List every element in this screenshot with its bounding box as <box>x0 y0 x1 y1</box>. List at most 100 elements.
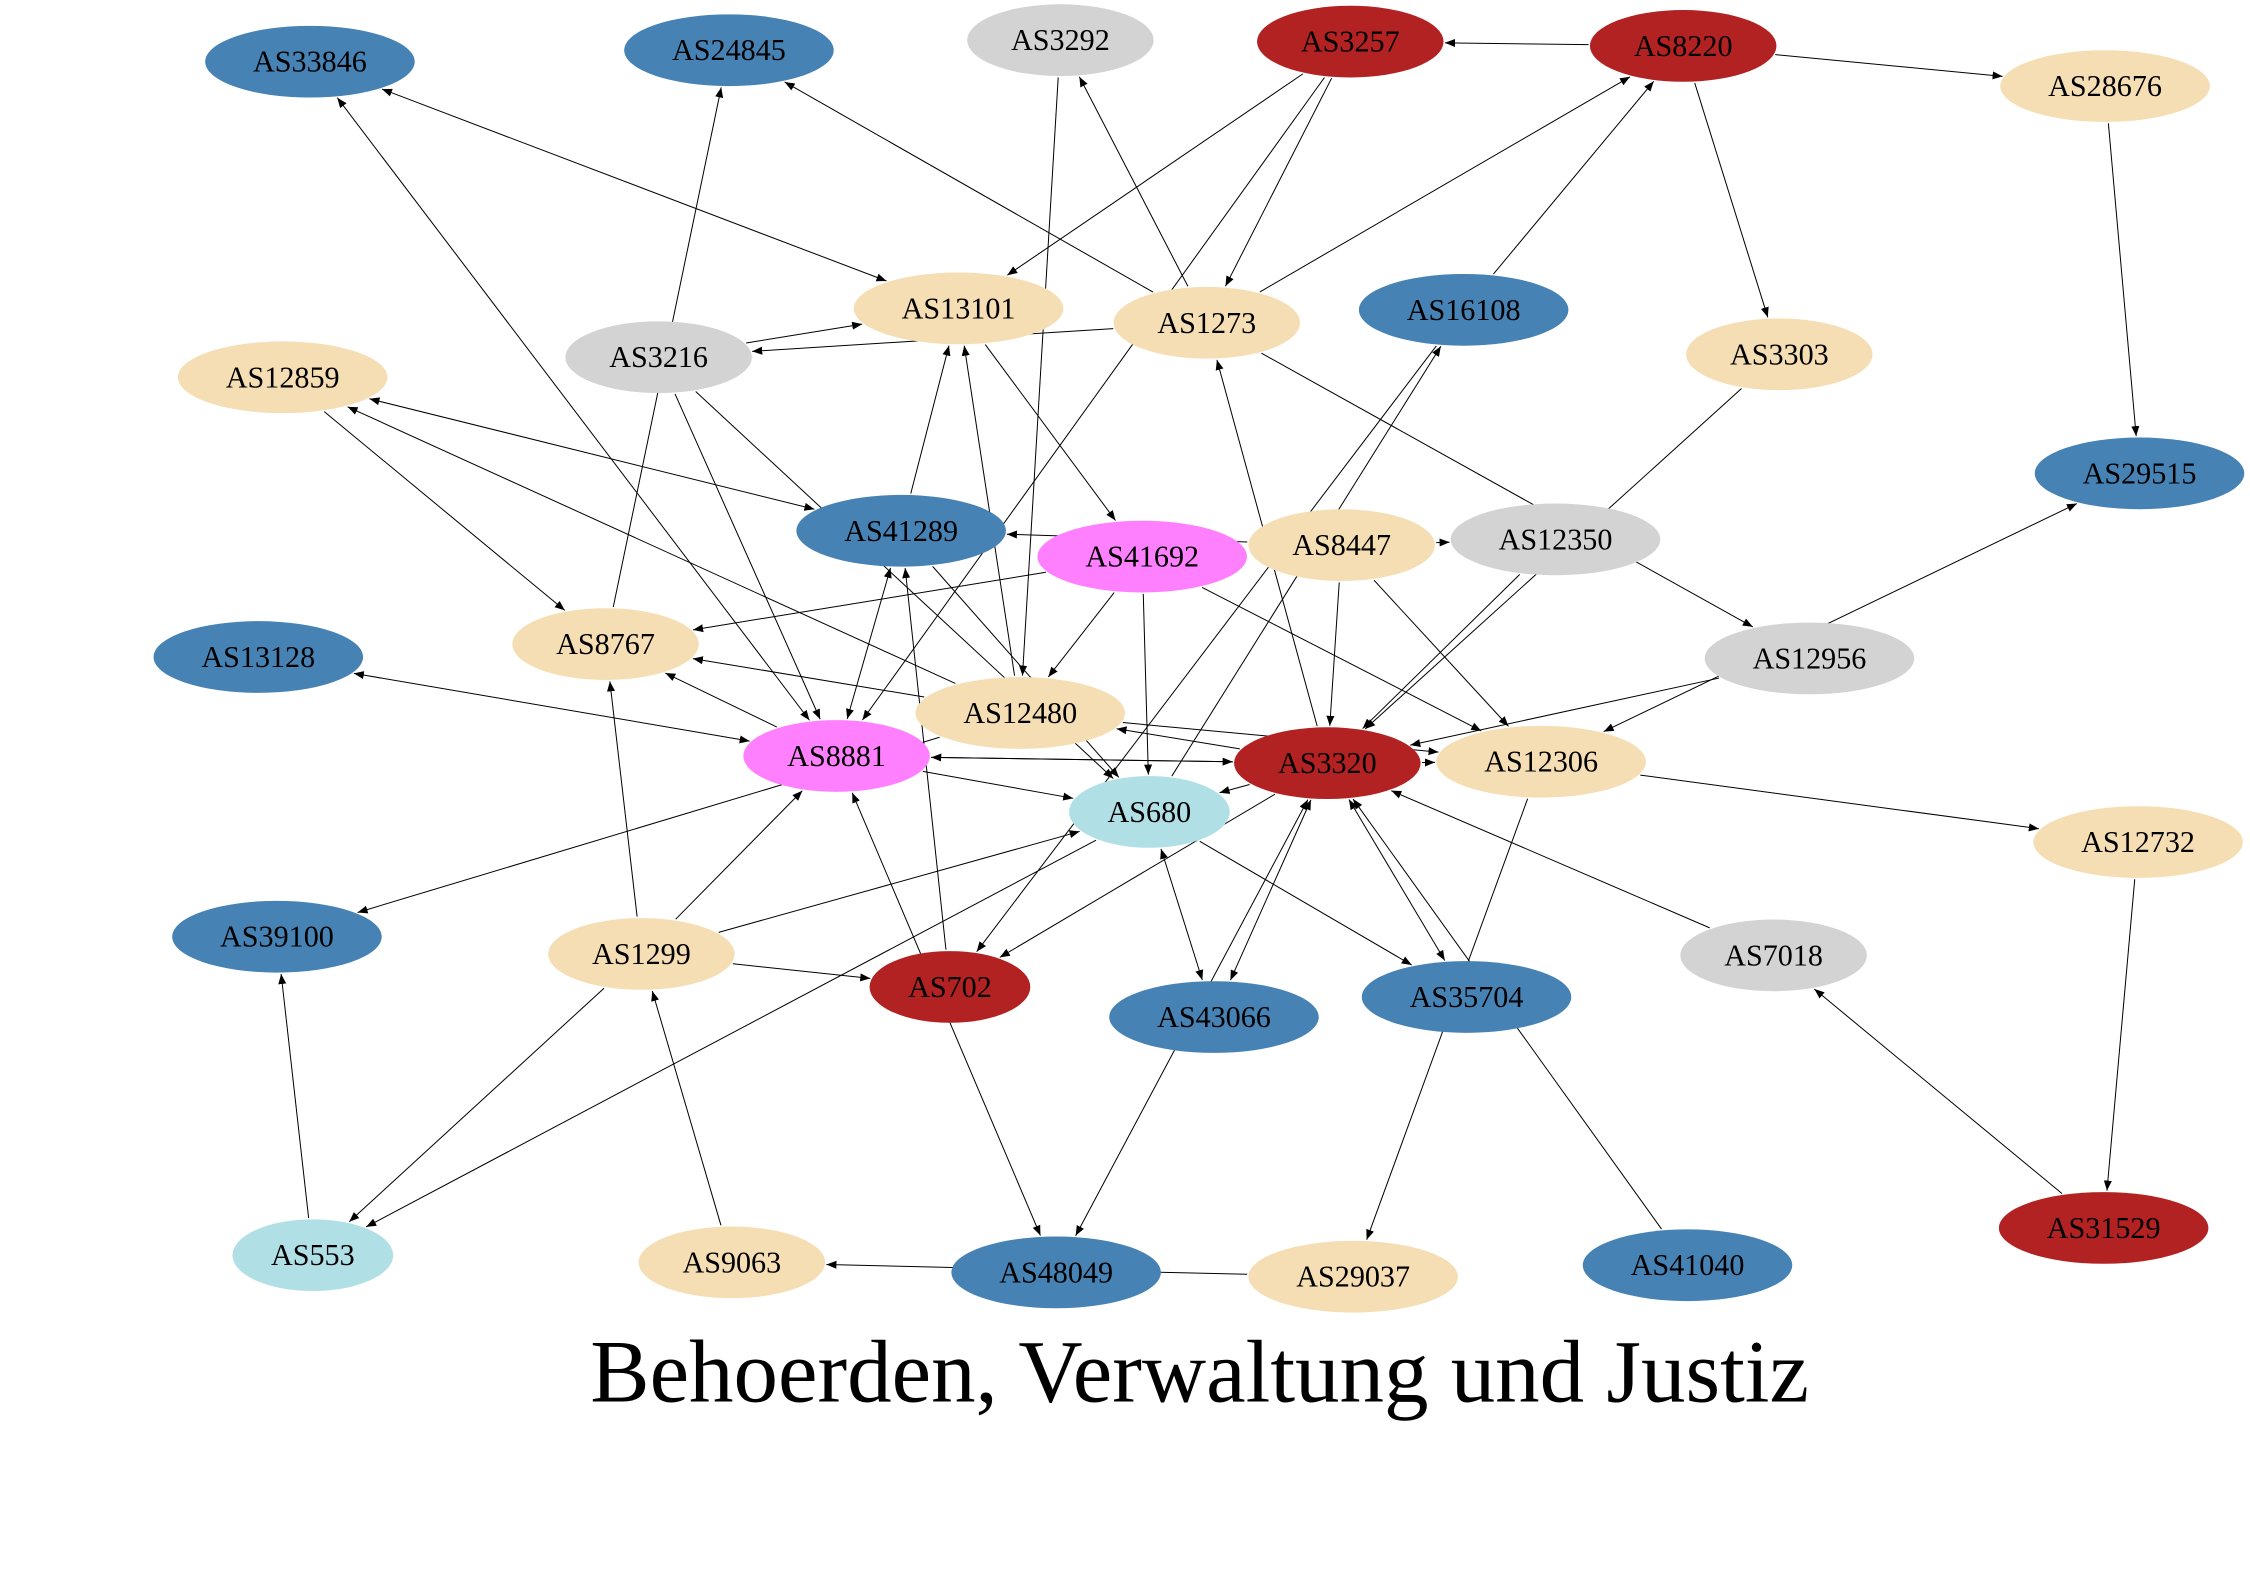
edge-AS16108-AS702 <box>976 345 1437 952</box>
node-ellipse <box>2000 50 2210 122</box>
node-label: AS3303 <box>1730 337 1829 371</box>
node-label: AS35704 <box>1410 980 1524 1014</box>
node-ellipse <box>1998 1192 2209 1264</box>
edge-AS12480-AS8767 <box>692 656 925 698</box>
node-label: AS8220 <box>1634 29 1733 63</box>
node-AS29515: AS29515 <box>2034 437 2245 510</box>
node-label: AS7018 <box>1724 938 1823 972</box>
nodes-layer: AS33846 AS24845 AS3292 AS3257 AS8220AS28676A… <box>153 4 2245 1313</box>
edge-AS553-AS39100 <box>278 973 310 1219</box>
edge-AS9063-AS1299 <box>651 990 722 1226</box>
edge-AS8881-AS13128 <box>353 671 750 744</box>
node-ellipse <box>1680 919 1867 992</box>
node-label: AS41040 <box>1631 1248 1745 1282</box>
node-AS680: AS680 <box>1069 776 1230 848</box>
node-ellipse <box>1361 961 1572 1033</box>
node-AS9063: AS9063 <box>638 1226 826 1299</box>
node-AS16108: AS16108 <box>1358 273 1569 346</box>
node-ellipse <box>915 677 1125 749</box>
edge-AS3320-AS43066 <box>1229 799 1312 981</box>
edge-AS8220-AS28676 <box>1775 54 2003 80</box>
edge-AS1273-AS12956 <box>1261 352 1754 628</box>
node-label: AS29037 <box>1296 1260 1410 1294</box>
edge-AS1299-AS8767 <box>607 681 638 917</box>
edge-AS680-AS553 <box>365 839 1097 1228</box>
edge-AS8881-AS8767 <box>665 672 778 728</box>
edge-AS1299-AS702 <box>732 963 871 982</box>
edge-AS12859-AS41289 <box>369 397 815 511</box>
node-ellipse <box>638 1226 826 1299</box>
node-AS1299: AS1299 <box>548 918 735 990</box>
node-AS13128: AS13128 <box>153 621 364 693</box>
node-ellipse <box>1113 286 1301 359</box>
edge-AS3320-AS8881 <box>931 753 1233 763</box>
node-label: AS3320 <box>1278 746 1377 780</box>
node-AS12859: AS12859 <box>177 341 388 414</box>
node-label: AS8767 <box>556 627 655 661</box>
edge-AS680-AS43066 <box>1160 848 1204 981</box>
node-AS3257: AS3257 <box>1257 5 1444 78</box>
edge-AS12956-AS3320 <box>1410 677 1720 747</box>
node-ellipse <box>1257 5 1444 78</box>
node-AS3292: AS3292 <box>967 4 1154 77</box>
node-ellipse <box>1358 273 1569 346</box>
node-ellipse <box>869 951 1031 1023</box>
node-AS702: AS702 <box>869 951 1031 1023</box>
node-ellipse <box>232 1219 394 1292</box>
edge-AS12306-AS29515 <box>1603 503 2078 733</box>
node-label: AS12306 <box>1484 745 1598 779</box>
edge-AS3216-AS8881 <box>674 393 821 720</box>
node-AS12480: AS12480 <box>915 677 1125 749</box>
edge-AS3257-AS8881 <box>861 77 1325 721</box>
node-ellipse <box>512 608 699 680</box>
node-AS31529: AS31529 <box>1998 1192 2209 1264</box>
edge-AS12306-AS12732 <box>1640 774 2039 832</box>
node-AS8767: AS8767 <box>512 608 699 680</box>
node-label: AS1273 <box>1157 306 1256 340</box>
node-AS8220: AS8220 <box>1589 10 1777 82</box>
node-label: AS28676 <box>2048 69 2162 103</box>
node-ellipse <box>205 25 415 98</box>
node-AS39100: AS39100 <box>172 900 382 973</box>
node-ellipse <box>1589 10 1777 82</box>
edge-AS12480-AS13101 <box>961 345 1016 676</box>
edge-AS3320-AS35704 <box>1348 799 1446 961</box>
node-label: AS29515 <box>2083 456 2197 490</box>
node-AS12956: AS12956 <box>1704 622 1915 695</box>
node-AS43066: AS43066 <box>1109 981 1319 1053</box>
node-label: AS12859 <box>226 360 340 394</box>
edge-AS16108-AS8220 <box>1493 81 1655 275</box>
node-AS48049: AS48049 <box>951 1236 1161 1309</box>
edge-AS41692-AS8767 <box>692 571 1046 633</box>
edge-AS3320-AS12480 <box>1116 726 1240 750</box>
edge-AS3216-AS13101 <box>746 321 863 344</box>
edge-AS3257-AS1273 <box>1225 77 1333 287</box>
node-AS24845: AS24845 <box>624 14 834 87</box>
edge-AS41692-AS12480 <box>1047 592 1115 678</box>
node-AS29037: AS29037 <box>1248 1240 1458 1313</box>
node-label: AS680 <box>1108 795 1192 829</box>
edge-AS1273-AS8220 <box>1259 76 1631 293</box>
node-AS35704: AS35704 <box>1361 961 1572 1033</box>
node-AS28676: AS28676 <box>2000 50 2210 122</box>
node-label: AS3216 <box>609 340 708 374</box>
edge-AS8447-AS3320 <box>1326 582 1340 726</box>
edge-AS8447-AS12306 <box>1373 579 1509 727</box>
node-ellipse <box>2033 806 2243 878</box>
edge-AS1273-AS3292 <box>1078 76 1189 287</box>
node-ellipse <box>624 14 834 87</box>
edge-AS1299-AS553 <box>348 987 605 1223</box>
node-ellipse <box>743 720 930 792</box>
edge-AS8881-AS680 <box>922 770 1074 801</box>
node-label: AS24845 <box>672 33 786 67</box>
edge-AS28676-AS29515 <box>2107 123 2140 437</box>
edge-AS13101-AS33846 <box>381 88 887 282</box>
edge-AS8220-AS3257 <box>1444 38 1589 47</box>
node-ellipse <box>1248 509 1435 581</box>
edge-AS12732-AS31529 <box>2103 879 2136 1191</box>
node-AS553: AS553 <box>232 1219 394 1292</box>
node-AS33846: AS33846 <box>205 25 415 98</box>
edge-AS41692-AS12306 <box>1201 586 1482 732</box>
